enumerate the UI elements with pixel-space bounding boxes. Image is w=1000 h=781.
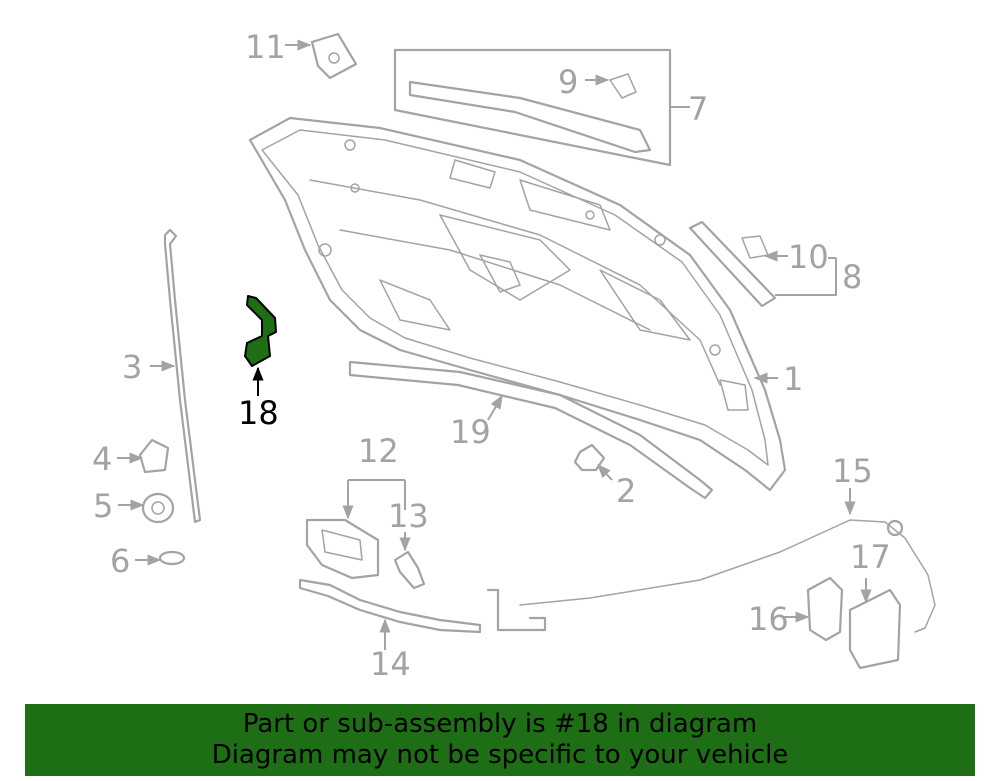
bumper-stop bbox=[573, 443, 606, 472]
callout-11: 11 bbox=[245, 28, 286, 66]
parts-diagram: 11 9 7 10 8 1 3 18 19 4 12 15 2 5 13 17 … bbox=[92, 28, 936, 683]
callout-15: 15 bbox=[832, 452, 873, 490]
callout-9: 9 bbox=[558, 63, 578, 101]
callout-18: 18 bbox=[238, 394, 279, 432]
callout-8: 8 bbox=[842, 258, 862, 296]
banner-line-2: Diagram may not be specific to your vehi… bbox=[211, 740, 789, 770]
hood-seal-strip bbox=[348, 360, 714, 500]
release-cable-14 bbox=[298, 488, 936, 650]
callout-2: 2 bbox=[616, 472, 636, 510]
callout-19: 19 bbox=[450, 413, 491, 451]
callout-13: 13 bbox=[388, 497, 429, 535]
hood-panel bbox=[248, 116, 787, 492]
info-banner: Part or sub-assembly is #18 in diagram D… bbox=[25, 704, 975, 776]
molding-assembly bbox=[393, 48, 672, 167]
callout-17: 17 bbox=[850, 538, 891, 576]
callout-10: 10 bbox=[788, 238, 829, 276]
callout-5: 5 bbox=[93, 487, 113, 525]
callout-16: 16 bbox=[748, 600, 789, 638]
callout-12: 12 bbox=[358, 432, 399, 470]
latch-striker bbox=[806, 576, 902, 670]
callout-1: 1 bbox=[783, 360, 803, 398]
callout-3: 3 bbox=[122, 348, 142, 386]
callout-7: 7 bbox=[688, 90, 708, 128]
grommet bbox=[141, 492, 175, 524]
banner-line-1: Part or sub-assembly is #18 in diagram bbox=[242, 709, 758, 739]
prop-rod bbox=[163, 228, 202, 524]
hood-latch bbox=[305, 479, 426, 590]
clip-11 bbox=[310, 32, 358, 80]
callout-6: 6 bbox=[110, 542, 130, 580]
rod-clip bbox=[138, 438, 170, 474]
callout-14: 14 bbox=[370, 645, 411, 683]
callout-4: 4 bbox=[92, 440, 112, 478]
plug bbox=[158, 550, 186, 566]
hood-bracket-18 bbox=[244, 295, 277, 367]
